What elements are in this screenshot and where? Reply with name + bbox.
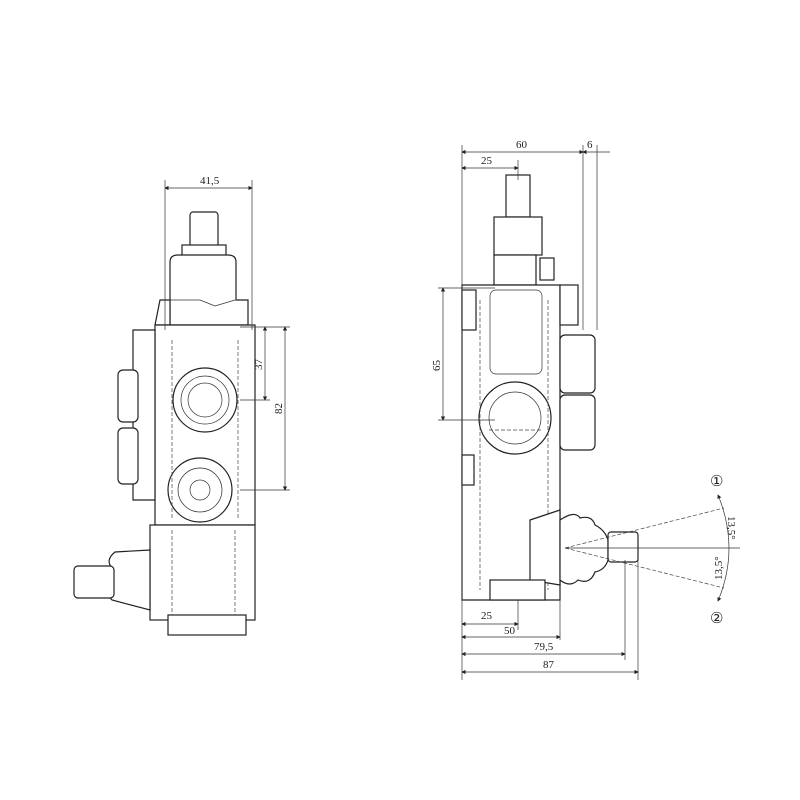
dim-37: 37	[253, 359, 265, 371]
dim-25-top: 25	[481, 155, 493, 167]
lever-handle	[73, 565, 115, 599]
position-2-label: ②	[710, 611, 723, 627]
dim-6: 6	[587, 139, 593, 151]
dim-25-bottom: 25	[481, 610, 493, 622]
dim-60: 60	[516, 139, 528, 151]
side-boss-1	[559, 334, 596, 394]
side-lever	[607, 531, 639, 563]
dim-82: 82	[273, 403, 285, 414]
front-view-dimensions: 41,5 37 82	[164, 175, 290, 491]
side-rubber-boot	[559, 513, 609, 585]
angle-down: 13,5°	[713, 556, 725, 580]
side-port	[478, 381, 552, 455]
side-boss-2	[559, 394, 596, 451]
dim-87: 87	[543, 659, 555, 671]
side-view	[461, 174, 639, 601]
dim-50: 50	[504, 625, 516, 637]
side-view-dimensions: 60 6 25 65 25 50 79,5 87	[431, 139, 639, 680]
lever-angle-dimensions: 13,5° 13,5° ① ②	[564, 474, 740, 627]
front-view	[73, 211, 256, 636]
side-port-boss-1	[117, 369, 139, 423]
side-port-boss-2	[117, 427, 139, 485]
side-nut	[493, 254, 537, 286]
lever-housing	[149, 524, 256, 621]
dim-79-5: 79,5	[534, 641, 554, 653]
position-1-label: ①	[710, 474, 723, 490]
dim-65: 65	[431, 360, 443, 372]
dim-41-5: 41,5	[200, 175, 220, 187]
side-cap	[493, 216, 543, 256]
angle-up: 13,5°	[725, 516, 737, 540]
side-spool-stem	[505, 174, 531, 218]
bottom-cap	[167, 614, 247, 636]
actuator-cap	[169, 254, 249, 326]
port-b	[167, 457, 233, 523]
port-a	[172, 367, 238, 433]
